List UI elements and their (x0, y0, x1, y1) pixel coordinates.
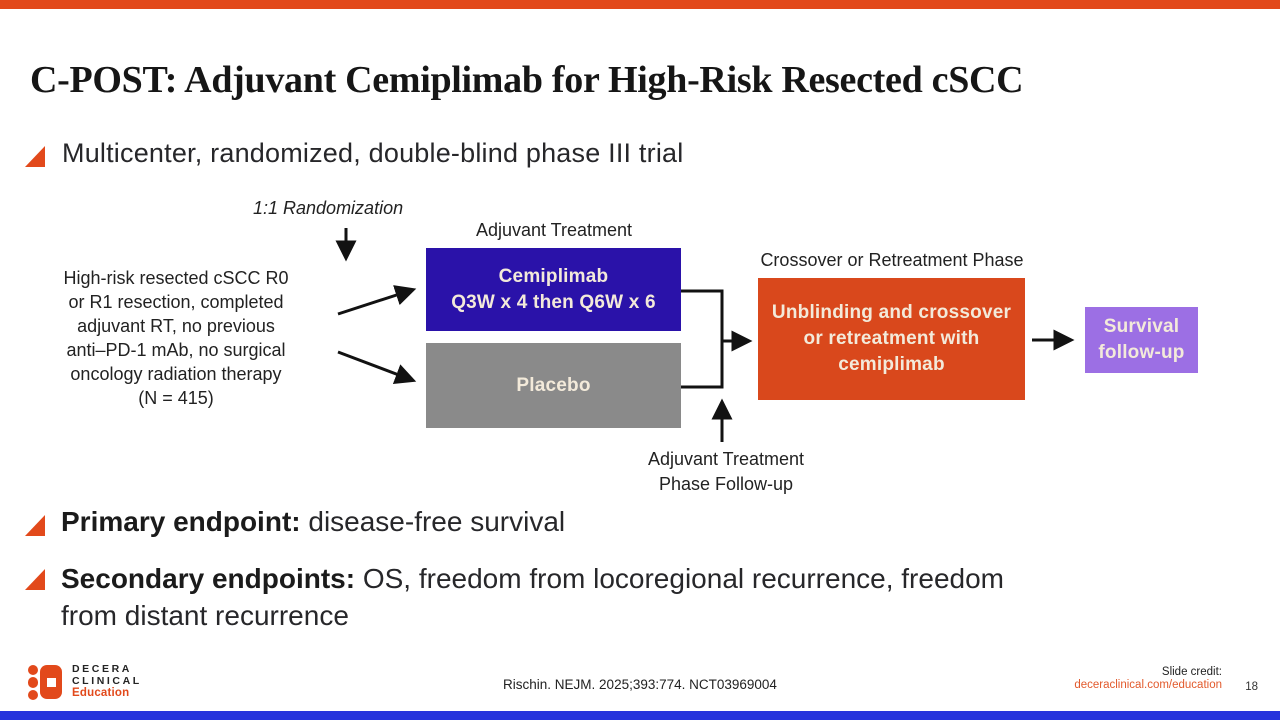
population-line: (N = 415) (138, 388, 214, 408)
adjuvant-followup-line: Adjuvant Treatment (647, 449, 805, 469)
intro-bullet: Multicenter, randomized, double-blind ph… (25, 138, 683, 169)
bottom-accent-bar (0, 711, 1280, 720)
logo-education-label: Education (72, 687, 130, 699)
crossover-box-line: or retreatment with (803, 328, 980, 349)
adjuvant-followup-label: Adjuvant Treatment Phase Follow-up (616, 447, 836, 497)
population-line: or R1 resection, completed (68, 292, 284, 312)
cemiplimab-arm-line: Cemiplimab (498, 265, 609, 287)
placebo-arm-box: Placebo (426, 343, 681, 428)
primary-endpoint-label: Primary endpoint: (61, 506, 301, 537)
primary-endpoint-bullet: Primary endpoint: disease-free survival (25, 506, 565, 538)
survival-followup-box: Survival follow-up (1085, 307, 1198, 373)
cemiplimab-arm-box: Cemiplimab Q3W x 4 then Q6W x 6 (426, 248, 681, 331)
randomization-label: 1:1 Randomization (253, 198, 404, 218)
crossover-box-line: Unblinding and crossover (771, 302, 1012, 323)
crossover-phase-label: Crossover or Retreatment Phase (760, 250, 1024, 270)
adjuvant-treatment-label: Adjuvant Treatment (475, 220, 633, 240)
primary-endpoint-value: disease-free survival (300, 506, 566, 537)
bullet-triangle-icon (25, 146, 45, 167)
placebo-arm-line: Placebo (516, 374, 591, 396)
top-accent-bar (0, 0, 1280, 9)
crossover-box: Unblinding and crossover or retreatment … (758, 278, 1025, 400)
secondary-endpoints-bullet: Secondary endpoints: OS, freedom from lo… (25, 560, 1266, 634)
flow-arrows (335, 228, 1075, 442)
survival-box-line: Survival (1103, 316, 1180, 337)
decera-logo-icon (28, 664, 62, 700)
intro-bullet-text: Multicenter, randomized, double-blind ph… (62, 138, 684, 168)
slide-credit-link[interactable]: deceraclinical.com/education (1074, 679, 1222, 691)
logo-line: CLINICAL (72, 675, 142, 687)
population-description: High-risk resected cSCC R0 or R1 resecti… (30, 266, 322, 410)
slide-credit: Slide credit: deceraclinical.com/educati… (1074, 666, 1222, 692)
secondary-endpoints-text: Secondary endpoints: OS, freedom from lo… (61, 560, 1266, 634)
secondary-endpoints-value-line2: from distant recurrence (61, 600, 349, 631)
adjuvant-followup-line: Phase Follow-up (658, 474, 794, 494)
secondary-endpoints-label: Secondary endpoints: (61, 563, 356, 594)
citation-text: Rischin. NEJM. 2025;393:774. NCT03969004 (503, 677, 777, 692)
trial-schema-diagram: 1:1 Randomization High-risk resected cSC… (0, 195, 1280, 505)
secondary-endpoints-value-line1: OS, freedom from locoregional recurrence… (355, 563, 1004, 594)
population-line: oncology radiation therapy (70, 364, 282, 384)
logo-line: DECERA (72, 663, 132, 675)
page-title: C-POST: Adjuvant Cemiplimab for High-Ris… (30, 59, 1024, 101)
decera-logo: DECERA CLINICAL Education (28, 663, 142, 700)
population-line: adjuvant RT, no previous (77, 316, 275, 336)
crossover-box-line: cemiplimab (838, 354, 945, 375)
population-line: anti–PD-1 mAb, no surgical (66, 340, 286, 360)
slide-footer: DECERA CLINICAL Education Rischin. NEJM.… (0, 655, 1280, 711)
population-line: High-risk resected cSCC R0 (63, 268, 289, 288)
bullet-triangle-icon (25, 569, 45, 590)
logo-text: DECERA CLINICAL Education (72, 663, 142, 700)
survival-box-line: follow-up (1098, 342, 1185, 363)
page-number: 18 (1245, 681, 1258, 693)
bullet-triangle-icon (25, 515, 45, 536)
slide-credit-label: Slide credit: (1161, 666, 1222, 678)
primary-endpoint-text: Primary endpoint: disease-free survival (61, 506, 565, 538)
cemiplimab-arm-line: Q3W x 4 then Q6W x 6 (451, 291, 656, 313)
